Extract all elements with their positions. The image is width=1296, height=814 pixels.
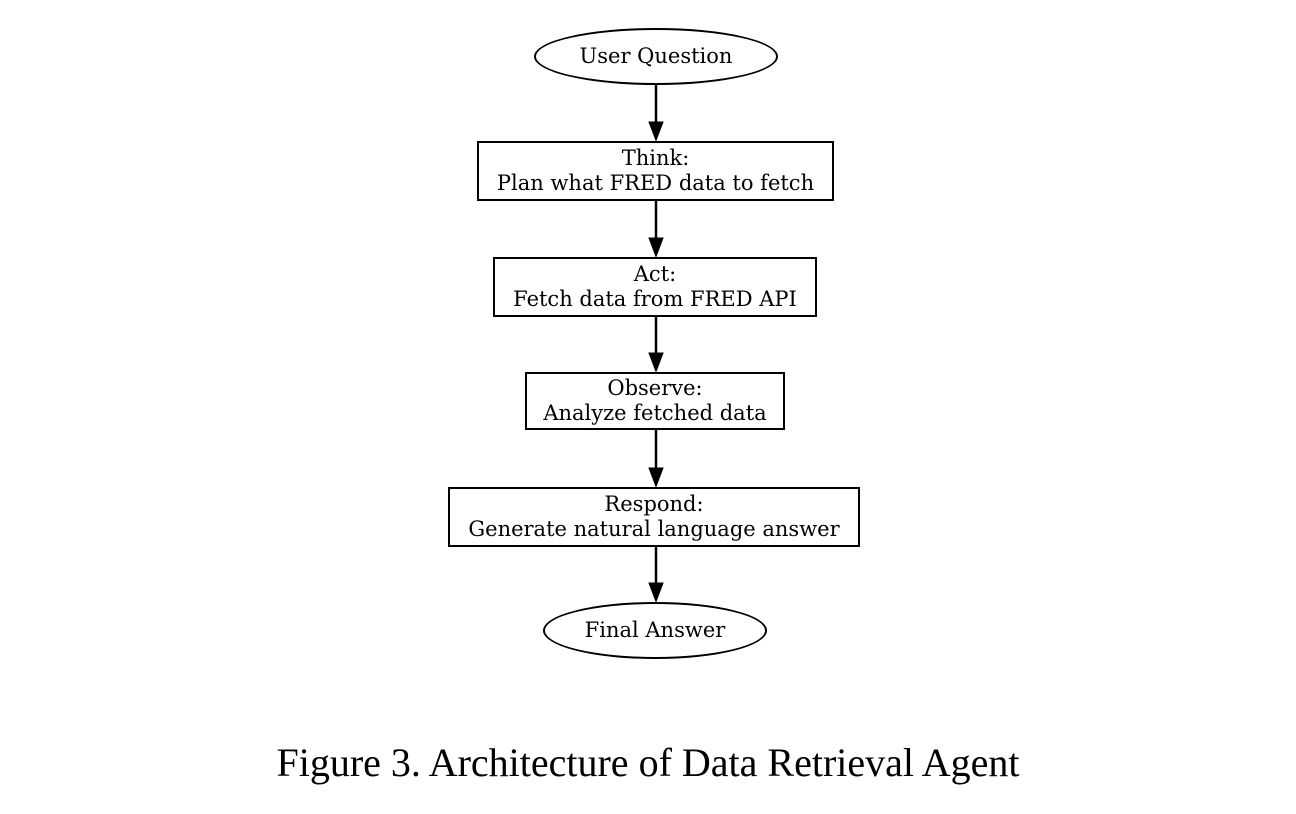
arrow-observe-to-respond (648, 430, 664, 488)
node-observe-description: Analyze fetched data (543, 401, 767, 425)
node-think-title: Think: (621, 146, 690, 170)
node-observe-title: Observe: (607, 376, 703, 400)
node-respond-description: Generate natural language answer (468, 517, 840, 541)
node-user-question-label: User Question (579, 44, 733, 68)
node-final-answer: Final Answer (543, 602, 767, 659)
arrow-think-to-act (648, 201, 664, 258)
node-act: Act: Fetch data from FRED API (493, 257, 817, 317)
node-user-question: User Question (534, 28, 778, 85)
arrow-respond-to-final-answer (648, 547, 664, 603)
node-observe: Observe: Analyze fetched data (525, 372, 785, 430)
node-act-description: Fetch data from FRED API (513, 287, 797, 311)
node-final-answer-label: Final Answer (584, 618, 726, 642)
node-act-title: Act: (633, 262, 677, 286)
figure-caption: Figure 3. Architecture of Data Retrieval… (276, 740, 1020, 785)
node-think-description: Plan what FRED data to fetch (496, 171, 815, 195)
node-respond: Respond: Generate natural language answe… (448, 487, 860, 547)
node-respond-title: Respond: (604, 492, 704, 516)
node-think: Think: Plan what FRED data to fetch (477, 141, 834, 201)
arrow-act-to-observe (648, 317, 664, 373)
arrow-user-question-to-think (648, 85, 664, 142)
